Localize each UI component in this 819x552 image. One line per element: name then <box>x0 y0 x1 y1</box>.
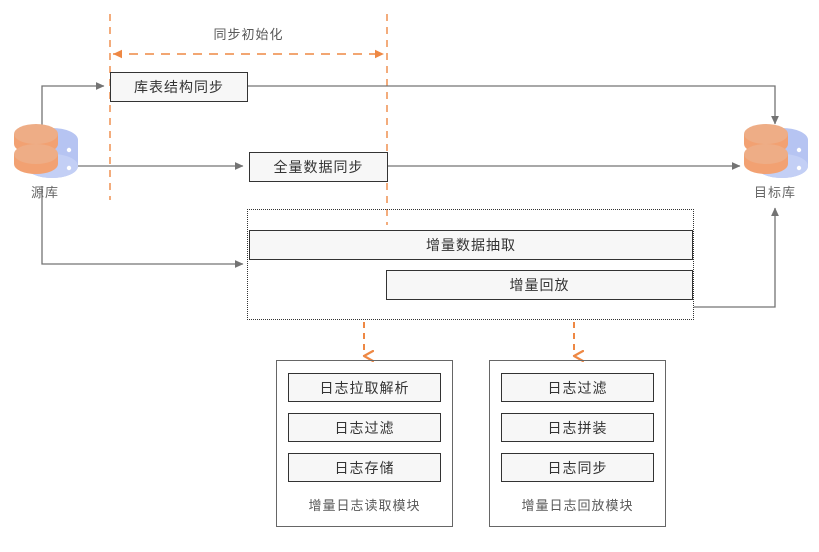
log-replay-item-0-label: 日志过滤 <box>547 380 608 397</box>
connector-schema-to-target <box>248 85 779 125</box>
target-database-icon <box>744 124 808 178</box>
source-database-icon <box>14 124 78 178</box>
init-band-label: 同步初始化 <box>213 28 284 43</box>
log-read-item-1[interactable]: 日志过滤 <box>288 413 441 442</box>
stage-schema-sync[interactable]: 库表结构同步 <box>110 72 248 102</box>
connector-replay-to-target <box>694 207 779 308</box>
log-read-item-0-label: 日志拉取解析 <box>319 380 410 397</box>
log-replay-item-1[interactable]: 日志拼装 <box>501 413 654 442</box>
log-read-item-2[interactable]: 日志存储 <box>288 453 441 482</box>
stage-schema-sync-label: 库表结构同步 <box>134 80 224 96</box>
log-replay-item-2[interactable]: 日志同步 <box>501 453 654 482</box>
log-replay-module-title: 增量日志回放模块 <box>521 499 634 514</box>
stage-full-data-sync-label: 全量数据同步 <box>273 160 364 176</box>
log-read-item-0[interactable]: 日志拉取解析 <box>288 373 441 402</box>
log-read-item-2-label: 日志存储 <box>334 460 395 477</box>
connector-source-to-incremental <box>41 186 244 268</box>
log-replay-item-0[interactable]: 日志过滤 <box>501 373 654 402</box>
incremental-group-container <box>247 209 694 320</box>
stage-incremental-extract-label: 增量数据抽取 <box>426 238 516 254</box>
log-replay-item-2-label: 日志同步 <box>547 460 608 477</box>
stage-incremental-replay-label: 增量回放 <box>509 278 570 294</box>
stage-full-data-sync[interactable]: 全量数据同步 <box>249 152 388 182</box>
stage-incremental-replay[interactable]: 增量回放 <box>386 270 693 300</box>
source-database-label: 源库 <box>30 186 59 201</box>
log-read-item-1-label: 日志过滤 <box>334 420 395 437</box>
log-replay-item-1-label: 日志拼装 <box>547 420 608 437</box>
stage-incremental-extract[interactable]: 增量数据抽取 <box>249 230 693 260</box>
log-replay-module-container: 日志过滤 日志拼装 日志同步 增量日志回放模块 <box>489 360 666 527</box>
log-read-module-container: 日志拉取解析 日志过滤 日志存储 增量日志读取模块 <box>276 360 453 527</box>
log-read-module-title: 增量日志读取模块 <box>308 499 421 514</box>
target-database-label: 目标库 <box>753 186 796 201</box>
